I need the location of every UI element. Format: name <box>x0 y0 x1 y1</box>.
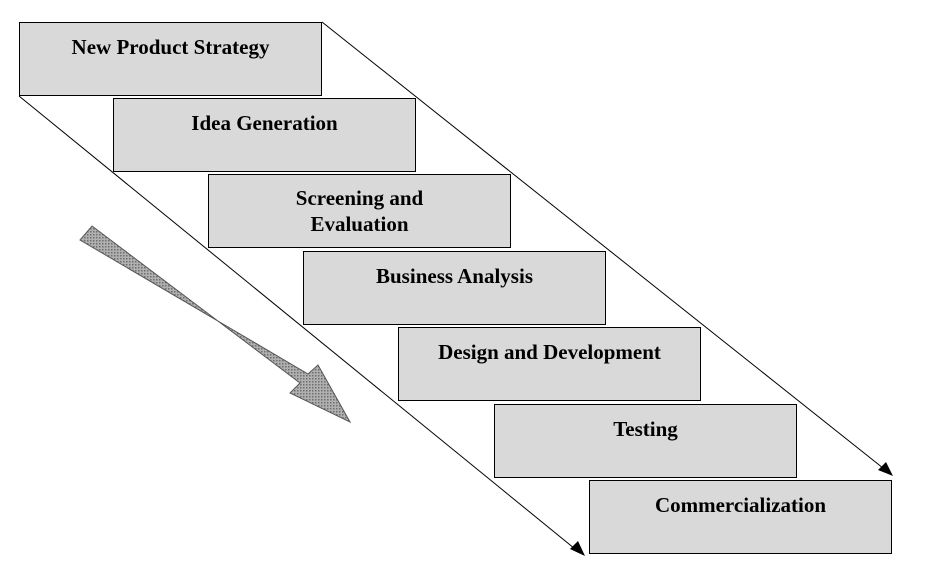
step-label: Business Analysis <box>376 264 533 288</box>
direction-arrow <box>79 225 352 424</box>
step-label: Commercialization <box>654 493 827 517</box>
step-label: New Product Strategy <box>71 35 270 59</box>
step-label: Idea Generation <box>191 111 338 135</box>
step-screening-and-evaluation: Screening and Evaluation <box>208 174 511 248</box>
step-idea-generation: Idea Generation <box>113 98 416 172</box>
step-commercialization: Commercialization <box>589 480 892 554</box>
upper-guide-line <box>321 21 889 473</box>
upper-guide-arrowhead <box>878 462 893 476</box>
step-label: Screening and Evaluation <box>295 186 424 236</box>
lower-guide-line <box>18 95 581 554</box>
step-design-and-development: Design and Development <box>398 327 701 401</box>
step-new-product-strategy: New Product Strategy <box>19 22 322 96</box>
step-testing: Testing <box>494 404 797 478</box>
step-business-analysis: Business Analysis <box>303 251 606 325</box>
step-label: Design and Development <box>438 340 661 364</box>
step-label: Testing <box>613 417 678 441</box>
lower-guide-arrowhead <box>570 541 585 556</box>
